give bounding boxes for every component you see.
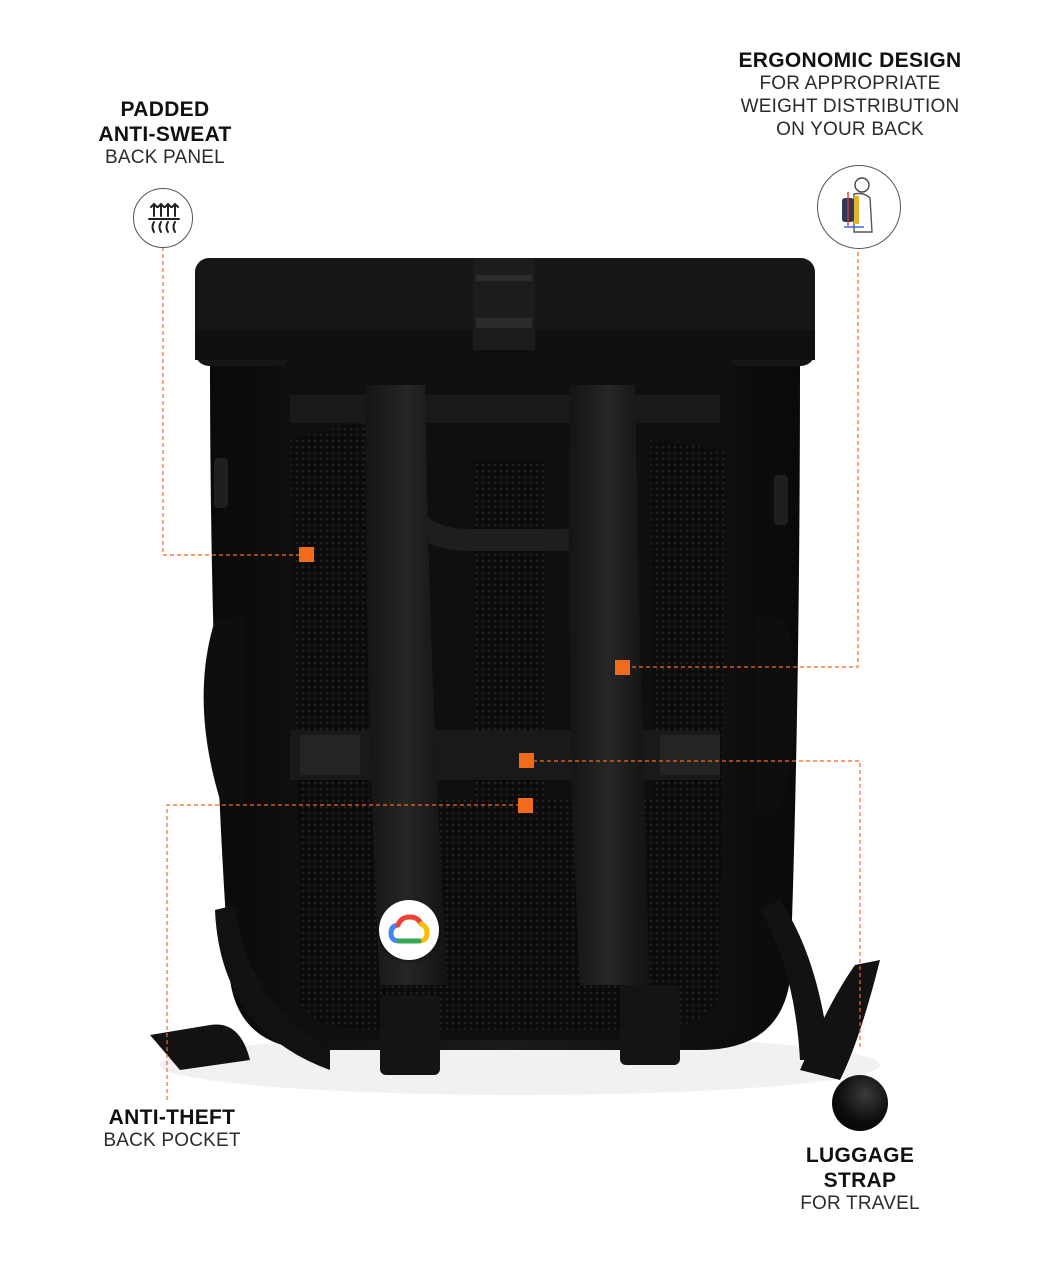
callout-subtitle: BACK PANEL [105, 147, 225, 169]
marker-anti-theft [518, 798, 533, 813]
callout-subtitle: BACK POCKET [103, 1130, 241, 1152]
callout-title-line1: LUGGAGE [805, 1144, 915, 1167]
callout-title: ERGONOMIC DESIGN [738, 49, 962, 72]
marker-ergonomic [615, 660, 630, 675]
callout-title-line2: ANTI-SWEAT [98, 123, 232, 147]
marker-back-panel [299, 547, 314, 562]
callout-subtitle: FOR TRAVEL [800, 1193, 920, 1215]
marker-luggage-strap [519, 753, 534, 768]
callout-subtitle-1: FOR APPROPRIATE [759, 73, 941, 95]
callout-ergonomic-design: ERGONOMIC DESIGN FOR APPROPRIATE WEIGHT … [700, 48, 1000, 142]
google-cloud-logo-icon [379, 900, 439, 960]
callout-padded-back-panel: PADDED ANTI-SWEAT BACK PANEL [60, 97, 270, 170]
ergonomic-person-icon [817, 165, 901, 249]
callout-luggage-strap: LUGGAGE STRAP FOR TRAVEL [770, 1143, 950, 1216]
callout-title: ANTI-THEFT [108, 1106, 236, 1129]
luggage-strap-icon [832, 1075, 888, 1131]
callout-title-line1: PADDED [120, 98, 210, 121]
callout-subtitle-3: ON YOUR BACK [776, 118, 924, 140]
callout-title-line2: STRAP [823, 1169, 897, 1193]
callout-anti-theft: ANTI-THEFT BACK POCKET [72, 1105, 272, 1153]
callout-subtitle-2: WEIGHT DISTRIBUTION [740, 95, 960, 117]
airflow-icon [133, 188, 193, 248]
